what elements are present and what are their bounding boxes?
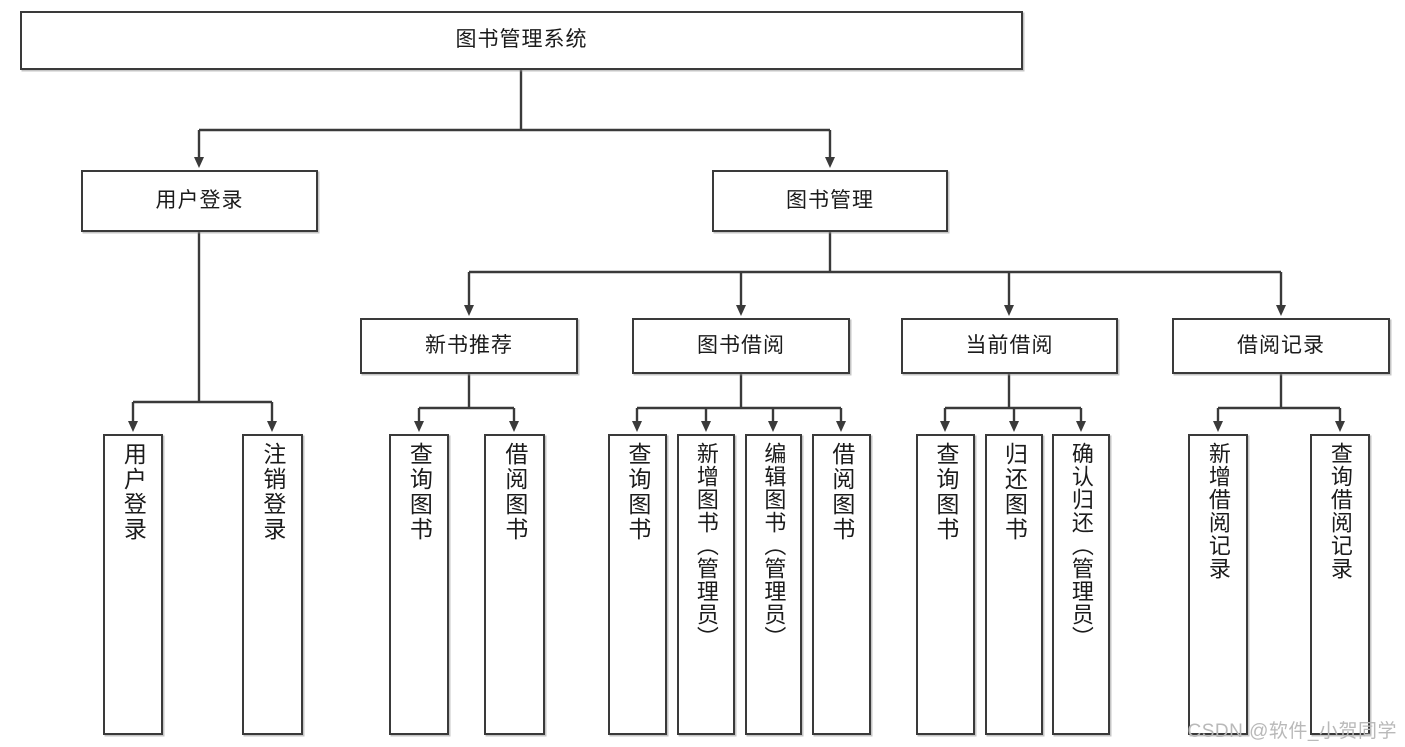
node-new-book-rec[interactable]: 新书推荐 (360, 318, 578, 374)
node-leaf-user-login-label: 用户登录 (120, 442, 147, 542)
node-root-label: 图书管理系统 (455, 28, 588, 52)
csdn-watermark: CSDN @软件_小贺同学 (1187, 721, 1397, 742)
node-user-login-label: 用户登录 (155, 188, 244, 212)
node-leaf-query-book-2[interactable]: 查询图书 (608, 434, 667, 735)
node-leaf-query-book-3[interactable]: 查询图书 (916, 434, 975, 735)
node-leaf-confirm-return[interactable]: 确认归还（管理员） (1052, 434, 1110, 735)
node-borrow-records-label: 借阅记录 (1237, 333, 1325, 357)
node-leaf-query-record[interactable]: 查询借阅记录 (1310, 434, 1370, 735)
node-current-borrow-label: 当前借阅 (965, 333, 1054, 357)
node-leaf-edit-book-admin[interactable]: 编辑图书（管理员） (745, 434, 802, 735)
node-book-manage[interactable]: 图书管理 (712, 170, 948, 232)
node-leaf-borrow-book-1-label: 借阅图书 (501, 442, 528, 542)
node-root[interactable]: 图书管理系统 (20, 11, 1023, 70)
node-borrow-records[interactable]: 借阅记录 (1172, 318, 1390, 374)
node-leaf-return-book[interactable]: 归还图书 (985, 434, 1043, 735)
node-leaf-query-book-1[interactable]: 查询图书 (389, 434, 449, 735)
node-leaf-add-record[interactable]: 新增借阅记录 (1188, 434, 1248, 735)
node-leaf-borrow-book-2-label: 借阅图书 (828, 442, 855, 542)
node-book-borrow-label: 图书借阅 (697, 333, 785, 357)
node-leaf-query-record-label: 查询借阅记录 (1327, 442, 1353, 580)
node-leaf-add-book-admin[interactable]: 新增图书（管理员） (677, 434, 735, 735)
node-leaf-logout[interactable]: 注销登录 (242, 434, 303, 735)
node-leaf-user-login[interactable]: 用户登录 (103, 434, 163, 735)
node-leaf-query-book-2-label: 查询图书 (624, 442, 651, 542)
node-book-manage-label: 图书管理 (786, 188, 874, 212)
node-leaf-logout-label: 注销登录 (259, 442, 286, 542)
node-current-borrow[interactable]: 当前借阅 (901, 318, 1118, 374)
node-user-login[interactable]: 用户登录 (81, 170, 318, 232)
node-leaf-confirm-return-label: 确认归还（管理员） (1068, 442, 1094, 649)
node-leaf-add-book-admin-label: 新增图书（管理员） (693, 442, 719, 649)
node-leaf-edit-book-admin-label: 编辑图书（管理员） (761, 442, 787, 649)
node-leaf-add-record-label: 新增借阅记录 (1205, 442, 1231, 580)
node-book-borrow[interactable]: 图书借阅 (632, 318, 850, 374)
node-new-book-rec-label: 新书推荐 (425, 333, 513, 357)
node-leaf-query-book-1-label: 查询图书 (406, 442, 433, 542)
node-leaf-return-book-label: 归还图书 (1001, 442, 1028, 542)
node-leaf-query-book-3-label: 查询图书 (932, 442, 959, 542)
node-leaf-borrow-book-1[interactable]: 借阅图书 (484, 434, 545, 735)
node-leaf-borrow-book-2[interactable]: 借阅图书 (812, 434, 871, 735)
